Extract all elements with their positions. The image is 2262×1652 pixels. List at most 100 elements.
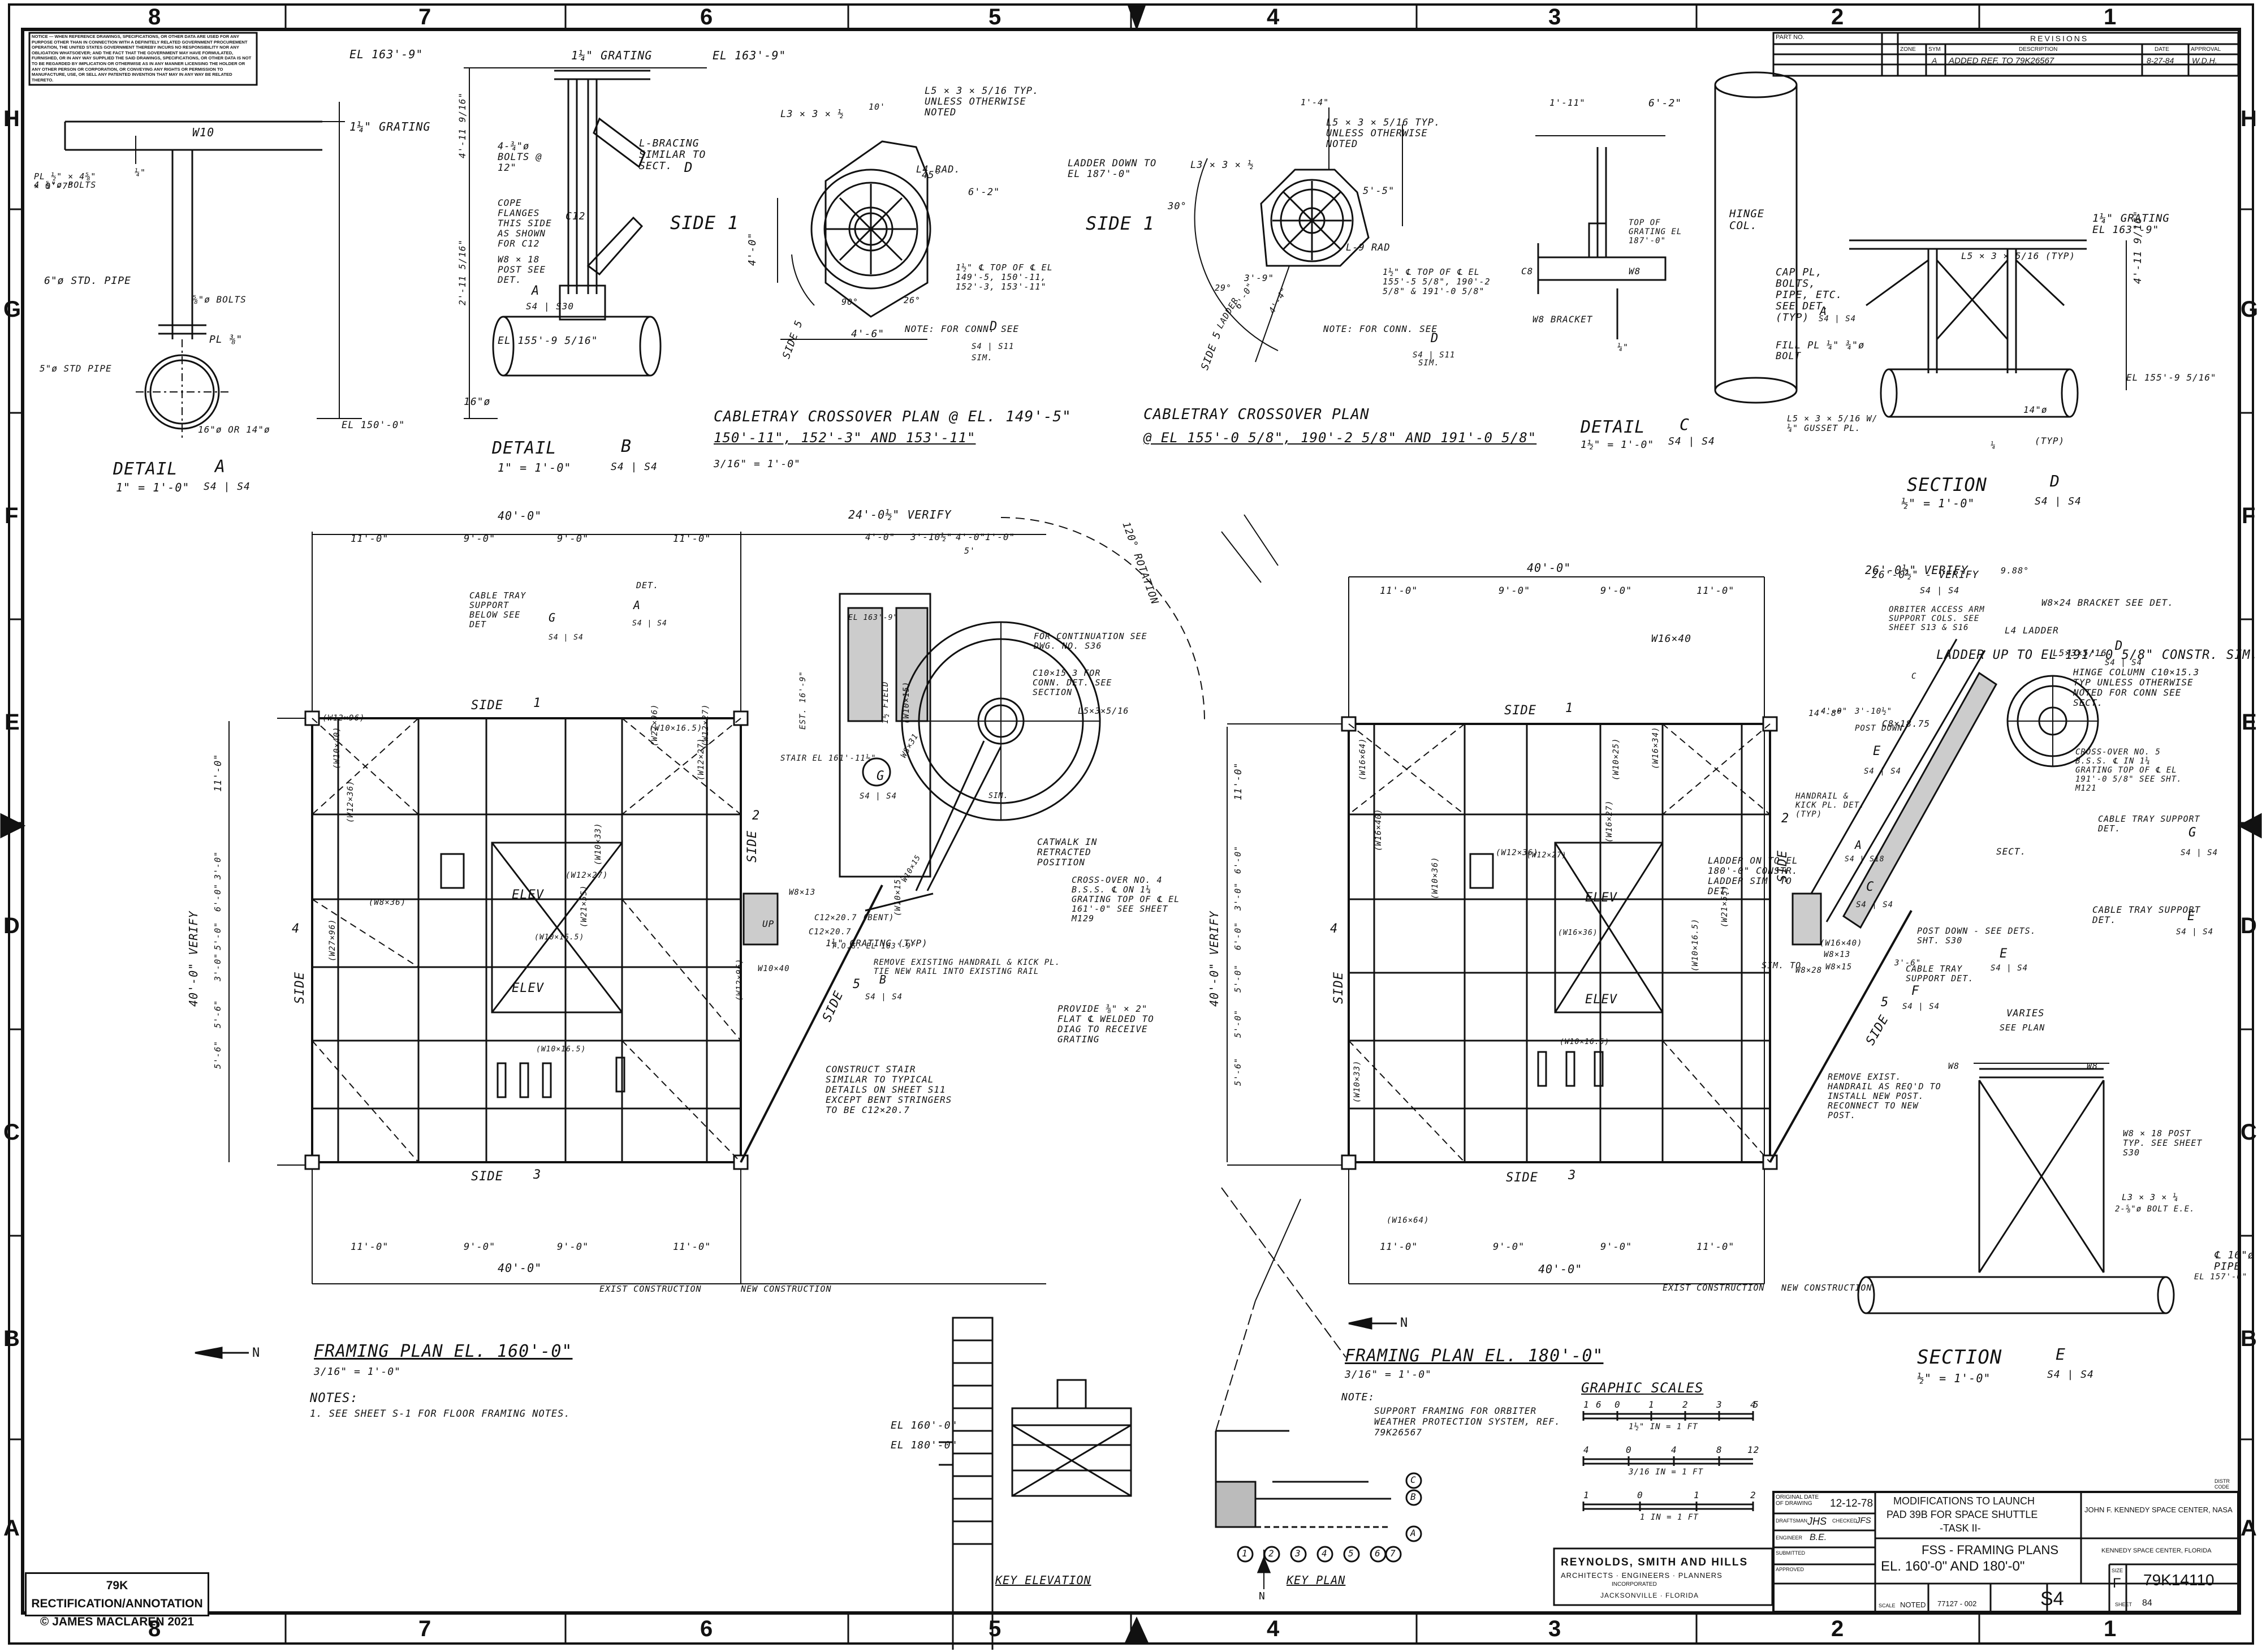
section-d-label-11: (TYP)	[2035, 435, 2065, 446]
key-plan-circle-1: 2	[1268, 1548, 1275, 1559]
plan-180-label-30: S4 | S4	[2105, 658, 2143, 667]
crossover-1-label-0: L3 × 3 × ½	[780, 109, 844, 120]
plan-180-label-16: (W16×40)	[1820, 939, 1863, 948]
plan-180-dim-top-6: 4'-0"	[1821, 707, 1848, 716]
plan-180-label-27: L5×3×5/16	[2053, 648, 2107, 658]
revision-approval: W.D.H.	[2192, 56, 2217, 65]
plan-180-dim-left-3: 6'-0"	[1233, 921, 1243, 950]
detail-a-label-4: 4 ⅝"ø BOLTS	[34, 180, 97, 190]
plan-160-dim-top-3: 9'-0"	[557, 533, 589, 545]
submitted-label: SUBMITTED	[1776, 1550, 1806, 1556]
firm-line-4: JACKSONVILLE · FLORIDA	[1600, 1591, 1699, 1599]
plan-180-label-15: (W16×27)	[1605, 800, 1614, 843]
row-label-d: D	[3, 913, 20, 938]
job-number: 77127 - 002	[1937, 1599, 1977, 1608]
row-label-h: H	[3, 106, 20, 131]
key-elevation-title: KEY ELEVATION	[995, 1573, 1091, 1587]
crossover-2-label-13: D	[1431, 331, 1439, 346]
graphic-scale-2-tick-0: 4	[1583, 1444, 1590, 1455]
agency-line-1: JOHN F. KENNEDY SPACE CENTER, NASA	[2084, 1506, 2233, 1514]
key-plan-circle-6: 7	[1390, 1548, 1396, 1559]
plan-160-label-32: S4 | S4	[632, 619, 667, 628]
plan-180-label-54: REMOVE EXIST. HANDRAIL AS REQ'D TO INSTA…	[1828, 1072, 1941, 1120]
plan-160-label-27: CABLE TRAY SUPPORT BELOW SEE DET	[469, 590, 526, 629]
revision-sym: A	[1932, 56, 1937, 65]
framing-plan-180-notes-title: NOTE:	[1341, 1391, 1375, 1403]
row-label-c: C	[3, 1120, 20, 1145]
detail-b-label-4: L-BRACING SIMILAR TO SECT.	[639, 137, 706, 172]
framing-plan-160-scale: 3/16" = 1'-0"	[314, 1366, 401, 1378]
section-d-label-0: 1¼" GRATING	[2092, 212, 2170, 225]
sheet-number: 84	[2142, 1598, 2152, 1608]
original-date: 12-12-78	[1830, 1498, 1874, 1509]
plan-180-dim-left-2: 3'-0"	[1233, 882, 1243, 911]
plan-180-dim-bottom-0: 11'-0"	[1380, 1241, 1418, 1253]
project-line-3: -TASK II-	[1940, 1522, 1981, 1534]
column-label-5-bottom: 5	[988, 1616, 1002, 1641]
plan-180-dim-left-4: 5'-0"	[1233, 964, 1243, 993]
plan-180-label-19: W8×28	[1795, 966, 1823, 975]
detail-a-title: DETAIL	[113, 459, 178, 479]
plan-180-label-38: SECT.	[1996, 846, 2027, 857]
plan-180-side-9: 5	[1881, 995, 1889, 1010]
detail-c-letter: C	[1680, 415, 1690, 434]
plan-180-label-45: LADDER ON TO EL 180'-0" CONSTR. LADDER S…	[1708, 855, 1798, 896]
plan-160-label-16: (W27×96)	[328, 918, 337, 961]
plan-180-dim-top-5: 26'-0½" VERIFY	[1865, 563, 1969, 577]
plan-180-label-47: S4 | S4	[1856, 900, 1894, 909]
detail-a-label-0: W10	[192, 126, 215, 139]
crossover-2-label-9: 1½" ℄ TOP OF ℄ EL 155'-5 5/8", 190'-2 5/…	[1383, 267, 1491, 296]
column-label-7: 7	[418, 5, 431, 29]
plan-180-label-2: (W16×64)	[1358, 737, 1367, 780]
crossover-1-label-13: NOTE: FOR CONN. SEE	[905, 324, 1020, 334]
graphic-scale-3-tick-1: 0	[1637, 1490, 1643, 1500]
plan-160-label-2: (W8×36)	[369, 898, 407, 907]
plan-160-label-34: 1¼" GRATING (TYP)	[826, 938, 928, 948]
detail-c-scale: 1½" = 1'-0"	[1581, 439, 1655, 451]
plan-160-dim-left-4: 3'-0"	[213, 952, 223, 981]
plan-160-label-52: EXIST CONSTRUCTION	[599, 1284, 702, 1294]
detail-a-label-5: 6"ø STD. PIPE	[44, 275, 131, 287]
government-notice: NOTICE — WHEN REFERENCE DRAWINGS, SPECIF…	[32, 34, 252, 83]
plan-160-dim-left-7: 40'-0" VERIFY	[187, 911, 200, 1007]
plan-160-side-1: 1	[533, 696, 542, 710]
plan-160-label-41: REMOVE EXISTING HANDRAIL & KICK PL. TIE …	[874, 958, 1061, 976]
plan-160-label-50: S4 | S4	[860, 792, 897, 801]
detail-b-label-5: D	[684, 159, 693, 175]
section-d-label-2: CAP PL, BOLTS, PIPE, ETC. SEE DET. (TYP)	[1776, 266, 1843, 324]
detail-a-label-7: PL ⅜"	[209, 334, 243, 346]
framing-plan-180-note: SUPPORT FRAMING FOR ORBITER WEATHER PROT…	[1374, 1405, 1561, 1438]
plan-180-dim-bottom-2: 9'-0"	[1600, 1241, 1633, 1253]
detail-a-sheet: S4 | S4	[204, 481, 251, 493]
plan-180-label-50: S4 | S4	[1991, 964, 2028, 973]
drawn-label: DRAFTSMAN	[1776, 1518, 1807, 1524]
row-label-f-right: F	[2242, 503, 2256, 528]
graphic-scale-2-tick-3: 8	[1716, 1444, 1723, 1455]
section-d-sheet: S4 | S4	[2035, 495, 2082, 507]
plan-160-dim-left-1: 3'-0"	[213, 851, 223, 879]
graphic-scale-2-tick-1: 0	[1626, 1444, 1632, 1455]
crossover-1-label-7: 4'-0"	[746, 232, 758, 266]
crossover-2-label-10: 29°	[1215, 283, 1232, 293]
crossover-1-label-2: 10'	[869, 102, 886, 112]
crossover-1-label-4: L4 RAD.	[916, 164, 961, 175]
plan-180-label-22: LADDER UP TO EL 191'-0 5/8" CONSTR. SIM.…	[1936, 648, 2259, 662]
row-label-b-right: B	[2241, 1326, 2257, 1351]
column-label-7-bottom: 7	[418, 1616, 431, 1641]
detail-c-label-4: C8	[1521, 266, 1534, 277]
detail-a-scale: 1" = 1'-0"	[116, 481, 190, 494]
plan-160-label-21: C12×20.7 (BENT)	[814, 913, 895, 922]
plan-180-label-49: E	[2000, 947, 2008, 961]
column-label-3: 3	[1548, 5, 1561, 29]
plan-180-label-1: ELEV	[1585, 993, 1617, 1007]
framing-plan-160-note: 1. SEE SHEET S-1 FOR FLOOR FRAMING NOTES…	[310, 1408, 571, 1420]
plan-180-side-0: SIDE	[1504, 704, 1536, 718]
plan-160-dim-left-3: 5'-0"	[213, 921, 223, 950]
key-plan-circle-0: 1	[1242, 1548, 1248, 1559]
plan-160-label-36: C10×15.3 FOR CONN. DET. SEE SECTION	[1033, 668, 1112, 697]
plan-160-dim-top-7: 3'-10½"	[910, 532, 953, 542]
revisions-col-approval: APPROVAL	[2191, 46, 2221, 53]
section-e-label-5: L3 × 3 × ¼	[2122, 1192, 2179, 1202]
key-plan-letter-0: C	[1410, 1474, 1417, 1485]
plan-180-dim-top-0: 40'-0"	[1527, 561, 1572, 575]
